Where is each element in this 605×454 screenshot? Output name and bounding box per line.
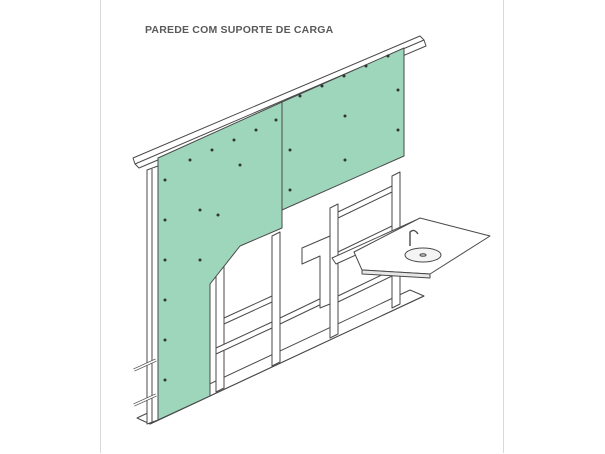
screws xyxy=(163,54,400,382)
countertop xyxy=(353,217,491,275)
illustration-frame xyxy=(100,0,504,453)
rail-low-1 xyxy=(215,321,273,355)
faucet xyxy=(409,229,419,246)
board-right xyxy=(281,47,405,211)
rail-top-1 xyxy=(337,185,393,219)
support-plate xyxy=(301,235,331,309)
diagram-title: PAREDE COM SUPORTE DE CARGA xyxy=(145,24,334,36)
stud-1 xyxy=(215,257,225,393)
countertop-edge xyxy=(361,269,431,279)
stud-2 xyxy=(271,231,281,367)
sink-drain xyxy=(419,253,427,257)
rail-mid-1 xyxy=(223,295,273,325)
stud-3 xyxy=(329,203,339,339)
